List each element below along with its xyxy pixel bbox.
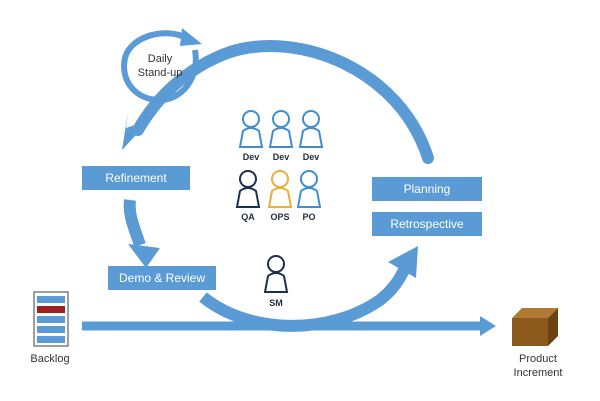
cycle-arc-bottom-arrowhead	[388, 246, 418, 278]
cycle-arc-top-arrowhead	[122, 112, 150, 150]
dev-2-person-icon	[268, 110, 294, 148]
daily-standup-loop-arrowhead	[180, 28, 202, 46]
demo-review-label: Demo & Review	[118, 271, 206, 285]
role-label-po: PO	[302, 212, 316, 222]
role-label-dev-3: Dev	[302, 152, 320, 162]
daily-standup-label: Daily Stand-up	[137, 53, 183, 79]
planning-label: Planning	[403, 182, 451, 196]
refinement-to-demo-arrowhead	[128, 244, 160, 268]
product-increment-label: Product Increment	[513, 353, 563, 379]
refinement-box: Refinement	[82, 166, 190, 190]
po-person-icon	[296, 170, 322, 208]
role-label-dev-2: Dev	[272, 152, 290, 162]
dev-3-person-icon	[298, 110, 324, 148]
backlog-label: Backlog	[30, 353, 70, 365]
role-label-ops: OPS	[270, 212, 290, 222]
cycle-arc-bottom	[199, 265, 411, 332]
role-label-sm: SM	[269, 298, 283, 308]
retrospective-label: Retrospective	[390, 217, 464, 231]
backlog-to-increment-arrowhead	[480, 316, 496, 336]
role-label-dev-1: Dev	[242, 152, 260, 162]
qa-person-icon	[235, 170, 261, 208]
dev-1-person-icon	[238, 110, 264, 148]
refinement-to-demo-arrow	[123, 199, 146, 247]
retrospective-box: Retrospective	[372, 212, 482, 236]
planning-box: Planning	[372, 177, 482, 201]
refinement-label: Refinement	[105, 171, 167, 185]
daily-standup-loop	[121, 30, 199, 104]
role-label-qa: QA	[241, 212, 255, 222]
cycle-arc-top	[132, 40, 434, 164]
sm-person-icon	[263, 255, 289, 293]
backlog-icon	[33, 291, 69, 347]
demo-review-box: Demo & Review	[108, 266, 216, 290]
product-increment-icon	[512, 308, 558, 346]
ops-person-icon	[267, 170, 293, 208]
